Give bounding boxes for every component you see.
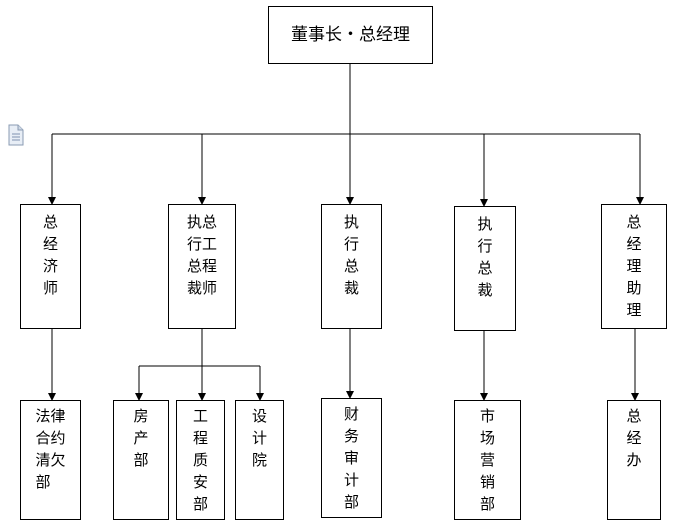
node-chief-economist: 总 经 济 师 [20, 204, 81, 329]
node-label: 董事长・总经理 [291, 25, 410, 45]
node-label: 总 经 办 [626, 407, 642, 469]
node-label: 工 程 质 安 部 [192, 407, 208, 513]
node-design-institute: 设 计 院 [235, 400, 284, 520]
node-label: 设 计 院 [251, 407, 267, 469]
node-marketing-dept: 市 场 营 销 部 [454, 400, 521, 520]
node-label: 执总 行工 总程 裁师 [186, 213, 217, 297]
node-label: 执 行 总 裁 [477, 215, 493, 299]
node-legal-contracts-collections: 法律 合约 清欠 部 [20, 400, 81, 520]
node-exec-president-1: 执 行 总 裁 [321, 204, 382, 329]
node-real-estate-dept: 房 产 部 [113, 400, 169, 520]
node-finance-audit-dept: 财 务 审 计 部 [321, 398, 382, 518]
node-label: 总 经 济 师 [42, 213, 58, 297]
node-exec-president-2: 执 行 总 裁 [454, 206, 516, 331]
node-exec-president-chief-engineer: 执总 行工 总程 裁师 [168, 204, 236, 329]
node-gm-office: 总 经 办 [607, 400, 661, 520]
node-gm-assistant: 总 经 理 助 理 [601, 204, 667, 329]
document-icon [8, 124, 24, 146]
node-label: 市 场 营 销 部 [479, 407, 495, 513]
node-label: 执 行 总 裁 [343, 213, 359, 297]
node-label: 总 经 理 助 理 [626, 213, 642, 319]
node-engineering-quality-safety-dept: 工 程 质 安 部 [176, 400, 225, 520]
node-label: 法律 合约 清欠 部 [35, 407, 66, 491]
node-chairman-gm: 董事长・总经理 [268, 6, 433, 64]
node-label: 房 产 部 [133, 407, 149, 469]
node-label: 财 务 审 计 部 [343, 405, 359, 511]
